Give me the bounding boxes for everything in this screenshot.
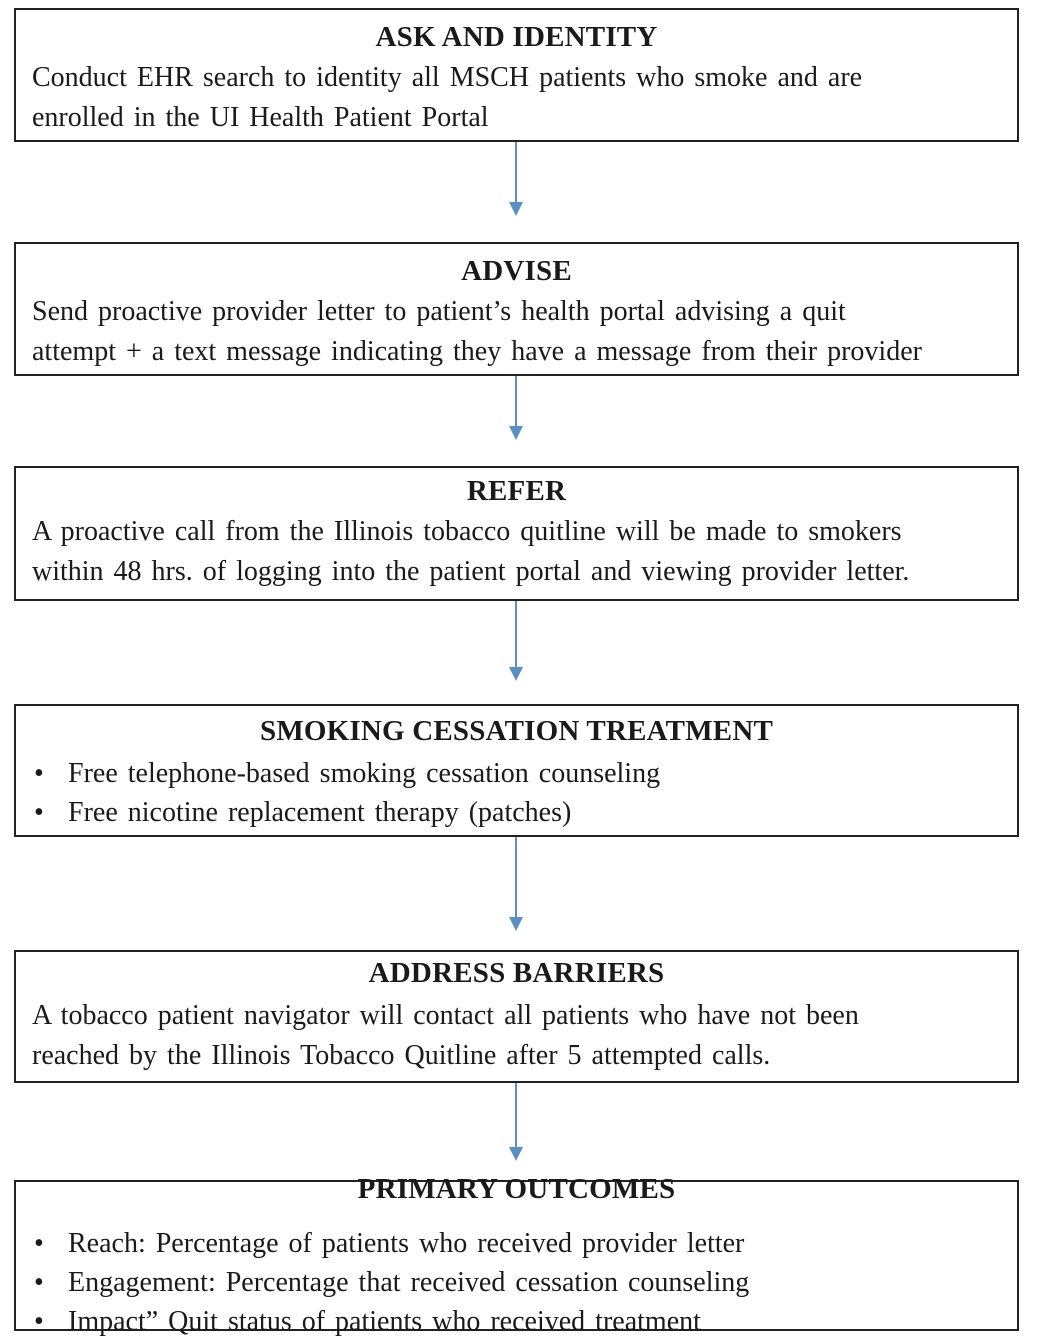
flow-arrow: [509, 1083, 523, 1161]
description-line: Send proactive provider letter to patien…: [32, 296, 846, 327]
step-primary-outcomes: PRIMARY OUTCOMES •Reach: Percentage of p…: [14, 1173, 1019, 1337]
step-title: SMOKING CESSATION TREATMENT: [260, 715, 773, 747]
step-description: Conduct EHR search to identity all MSCH …: [16, 58, 1017, 138]
step-address-barriers: ADDRESS BARRIERS A tobacco patient navig…: [14, 950, 1019, 1083]
step-description: A proactive call from the Illinois tobac…: [16, 512, 1017, 592]
treatment-list: •Free telephone-based smoking cessation …: [16, 754, 1017, 832]
step-title: ASK AND IDENTITY: [375, 21, 658, 53]
step-title: ADDRESS BARRIERS: [368, 957, 665, 989]
step-title: REFER: [466, 475, 567, 507]
bullet-icon: •: [34, 1228, 44, 1259]
list-item: •Free telephone-based smoking cessation …: [34, 754, 1017, 793]
description-line: A proactive call from the Illinois tobac…: [32, 516, 902, 547]
flow-arrow: [509, 142, 523, 216]
description-line: Conduct EHR search to identity all MSCH …: [32, 62, 863, 93]
step-title: ADVISE: [461, 255, 572, 287]
list-item: •Engagement: Percentage that received ce…: [34, 1263, 1017, 1302]
step-refer: REFER A proactive call from the Illinois…: [14, 466, 1019, 601]
step-advise: ADVISE Send proactive provider letter to…: [14, 242, 1019, 376]
description-line: reached by the Illinois Tobacco Quitline…: [32, 1040, 771, 1071]
bullet-icon: •: [34, 797, 44, 828]
step-ask-and-identity: ASK AND IDENTITY Conduct EHR search to i…: [14, 8, 1019, 142]
flow-arrow: [509, 837, 523, 931]
flow-arrow: [509, 376, 523, 440]
bullet-icon: •: [34, 1267, 44, 1298]
step-smoking-cessation-treatment: SMOKING CESSATION TREATMENT •Free teleph…: [14, 704, 1019, 837]
description-line: within 48 hrs. of logging into the patie…: [32, 556, 910, 587]
step-description: A tobacco patient navigator will contact…: [16, 996, 1017, 1076]
description-line: attempt + a text message indicating they…: [32, 336, 922, 367]
description-line: A tobacco patient navigator will contact…: [32, 1000, 859, 1031]
list-item: •Reach: Percentage of patients who recei…: [34, 1224, 1017, 1263]
outcomes-list: •Reach: Percentage of patients who recei…: [16, 1224, 1017, 1341]
flow-arrow: [509, 601, 523, 681]
step-title: PRIMARY OUTCOMES: [357, 1173, 676, 1205]
description-line: enrolled in the UI Health Patient Portal: [32, 102, 489, 133]
bullet-icon: •: [34, 758, 44, 789]
step-description: Send proactive provider letter to patien…: [16, 292, 1017, 372]
bullet-icon: •: [34, 1306, 44, 1337]
list-item: •Impact” Quit status of patients who rec…: [34, 1302, 1017, 1341]
list-item: •Free nicotine replacement therapy (patc…: [34, 793, 1017, 832]
